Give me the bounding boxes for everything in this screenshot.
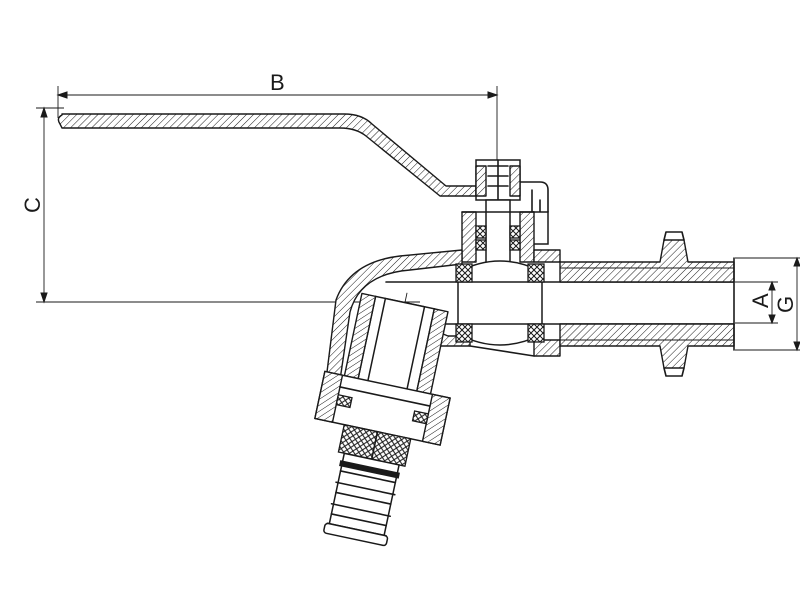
dimension-g: G <box>735 256 800 352</box>
dimension-a-label: A <box>748 293 773 308</box>
dimension-b: B <box>56 70 499 175</box>
dimension-a: A <box>735 280 778 325</box>
lever-handle <box>57 113 549 245</box>
threaded-outlet <box>559 231 735 377</box>
dimension-c: C <box>20 106 420 304</box>
stem-nut <box>475 159 521 211</box>
dimension-c-label: C <box>20 197 45 213</box>
dimension-b-label: B <box>270 70 285 95</box>
spout <box>314 292 451 547</box>
valve-stem <box>461 199 535 271</box>
dimension-g-label: G <box>773 296 798 313</box>
